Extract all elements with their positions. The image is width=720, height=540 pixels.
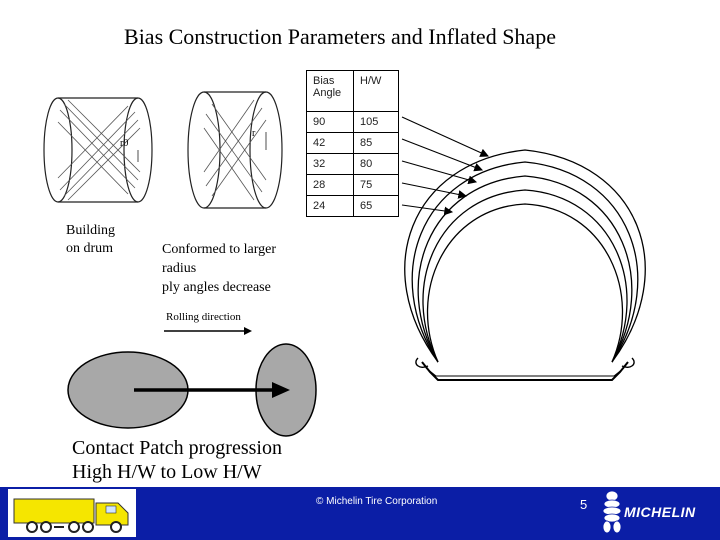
rolling-direction-arrow [164, 327, 252, 335]
table-row: 28 75 [306, 174, 399, 196]
cell-hw: 80 [353, 153, 399, 175]
cell-hw: 85 [353, 132, 399, 154]
truck-logo [8, 489, 136, 537]
contact-patch-line-2: High H/W to Low H/W [72, 461, 262, 483]
building-label: Building on drum [66, 222, 115, 258]
bibendum-icon [602, 490, 622, 534]
bias-angle-table: Bias Angle H/W 90 105 42 85 32 80 28 75 … [306, 70, 399, 217]
michelin-logo: MICHELIN [596, 489, 716, 535]
tire-cross-section [401, 116, 646, 381]
truck-cab [95, 502, 129, 526]
copyright-text: © Michelin Tire Corporation [316, 496, 438, 507]
conformed-label-line-2: radius [162, 261, 197, 276]
conformed-label-line-3: ply angles decrease [162, 280, 271, 295]
contact-patch-caption: Contact Patch progression High H/W to Lo… [72, 436, 282, 484]
inflated-profiles [404, 149, 646, 363]
page-number: 5 [580, 497, 588, 512]
conformed-label: Conformed to larger radius ply angles de… [162, 240, 276, 297]
contact-patch-line-1: Contact Patch progression [72, 437, 282, 459]
building-drum [43, 97, 153, 203]
header-bias-angle: Bias Angle [306, 70, 354, 112]
contact-patch-diagram [67, 343, 317, 437]
r-label: r [252, 128, 256, 139]
drum-diagrams: r0 r [43, 91, 283, 209]
r0-label: r0 [120, 138, 128, 149]
rolling-direction-label: Rolling direction [166, 311, 241, 323]
cell-hw: 65 [353, 195, 399, 217]
truck-body [13, 498, 95, 524]
leader-arrows [401, 116, 490, 216]
building-label-line-1: Building [66, 223, 116, 238]
progression-arrow-head [272, 382, 290, 398]
table-row: 90 105 [306, 111, 399, 133]
header-hw: H/W [353, 70, 399, 112]
rim [415, 357, 635, 381]
table-row: 24 65 [306, 195, 399, 217]
page-title: Bias Construction Parameters and Inflate… [124, 24, 556, 49]
cell-bias-angle: 24 [306, 195, 354, 217]
conformed-label-line-1: Conformed to larger [162, 242, 277, 257]
building-label-line-2: on drum [66, 241, 114, 256]
conformed-drum [187, 91, 283, 209]
michelin-wordmark: MICHELIN [624, 504, 696, 520]
table-header-row: Bias Angle H/W [306, 70, 399, 112]
